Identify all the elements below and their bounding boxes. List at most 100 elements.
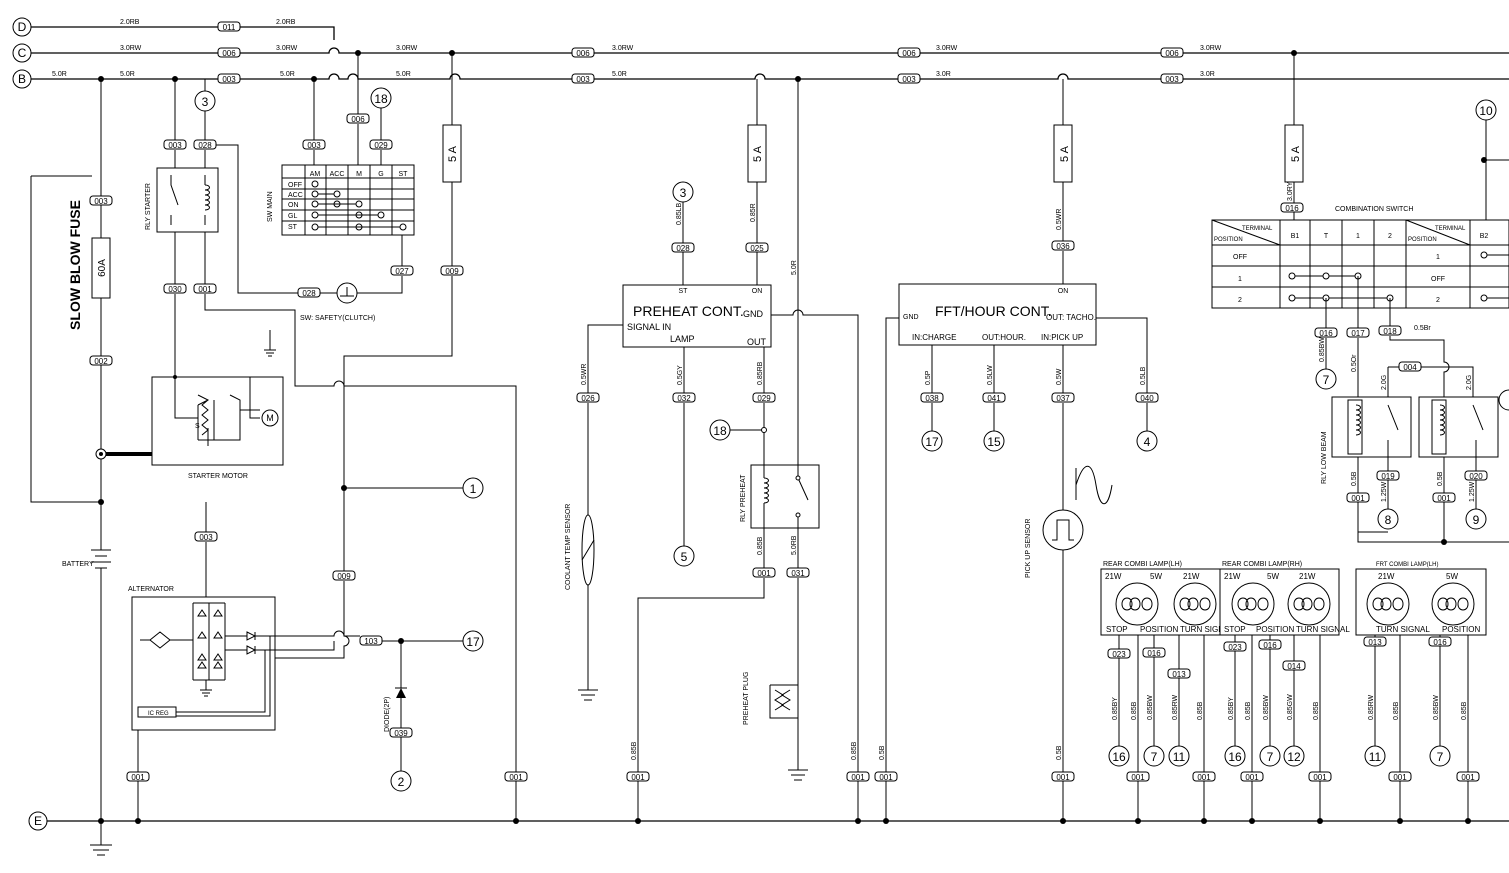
switch-col: ACC xyxy=(330,171,345,178)
wire-label: 0.85B xyxy=(757,536,764,555)
wire-label: 0.85LB xyxy=(676,202,683,225)
starter-motor-label: STARTER MOTOR xyxy=(188,473,248,480)
connector-label: 001 xyxy=(1056,773,1070,782)
connector-label: 006 xyxy=(1165,49,1179,58)
connector-label: 029 xyxy=(374,141,388,150)
ic-reg-label: IC REG xyxy=(148,711,169,717)
connector-label: 026 xyxy=(581,394,595,403)
connector-label: 003 xyxy=(307,141,321,150)
alternator-label: ALTERNATOR xyxy=(128,586,174,593)
ref-7: 7 xyxy=(1267,750,1274,764)
connector-label: 013 xyxy=(1368,638,1382,647)
rail-d-label: D xyxy=(18,20,27,34)
connector-label: 009 xyxy=(445,267,459,276)
connector-label: 001 xyxy=(198,285,212,294)
preheat-controller: 3 0.85LB 028 5 A 0.85R 025 ST ON PREHEAT… xyxy=(565,79,870,821)
connector-label: 001 xyxy=(131,773,145,782)
switch-row: 2 xyxy=(1238,297,1242,304)
connector-label: 001 xyxy=(1437,494,1451,503)
diode: DIODE(2P) 039 2 xyxy=(384,641,413,792)
fuse-rating: 5 A xyxy=(1059,145,1071,162)
connector-label: 014 xyxy=(1287,662,1301,671)
fuse-rating: 60A xyxy=(97,259,108,277)
connector-label: 040 xyxy=(1140,394,1154,403)
switch-row: ST xyxy=(288,224,298,231)
connector-label: 006 xyxy=(576,49,590,58)
rail-b: B 5.0R 5.0R 5.0R 5.0R 5.0R 3.0R 3.0R 003… xyxy=(12,69,1509,89)
front-combi-lamp-lh: FRT COMBI LAMP(LH) 21W 5W TURN SIGNAL PO… xyxy=(1355,562,1487,821)
switch-row: OFF xyxy=(1431,276,1445,283)
relay-low-beam: RLY LOW BEAM 0.5B 001 019 1.25W 8 0.5B 0… xyxy=(1321,389,1509,543)
wire-label: 0.85B xyxy=(1197,701,1204,720)
wire-label: 0.85B xyxy=(631,741,638,760)
combination-switch-label: COMBINATION SWITCH xyxy=(1335,206,1413,213)
fft-out-hour: OUT:HOUR. xyxy=(982,333,1026,342)
ref-7: 7 xyxy=(1437,750,1444,764)
connector-label: 016 xyxy=(1433,638,1447,647)
coolant-sensor-label: COOLANT TEMP SENSOR xyxy=(565,504,572,590)
preheat-lamp: LAMP xyxy=(670,334,695,344)
table-header: TERMINAL xyxy=(1435,226,1466,232)
lamp-function: STOP xyxy=(1106,625,1128,634)
rear-rh-label: REAR COMBI LAMP(RH) xyxy=(1222,561,1302,568)
battery: BATTERY xyxy=(62,459,111,821)
connector-label: 006 xyxy=(351,115,365,124)
connector-label: 023 xyxy=(1228,643,1242,652)
wire-label: 0.85B xyxy=(1131,701,1138,720)
connector-label: 039 xyxy=(394,729,408,738)
slow-blow-fuse: 60A SLOW BLOW FUSE 003 002 xyxy=(30,79,185,503)
motor-s: S xyxy=(195,423,200,430)
wire-label: 0.85B xyxy=(1461,701,1468,720)
connector-label: 001 xyxy=(1245,773,1259,782)
connector-label: 017 xyxy=(1351,329,1365,338)
front-lamp-label: FRT COMBI LAMP(LH) xyxy=(1376,562,1438,568)
bulb-watt: 21W xyxy=(1183,572,1200,581)
wire-label: 3.0RW xyxy=(1200,45,1222,52)
ref-16: 16 xyxy=(1228,750,1242,764)
ref-16: 16 xyxy=(1112,750,1126,764)
connector-label: 006 xyxy=(902,49,916,58)
lamp-function: TURN SIGNAL xyxy=(1376,625,1430,634)
switch-row: 1 xyxy=(1238,276,1242,283)
wire-label: 5.0R xyxy=(396,71,411,78)
connector-label: 003 xyxy=(94,197,108,206)
relay-low-beam-label: RLY LOW BEAM xyxy=(1321,431,1328,484)
rear-combi-lamp-rh: REAR COMBI LAMP(RH) 21W 5W 21W STOP POSI… xyxy=(1219,561,1350,821)
ref-10: 10 xyxy=(1479,104,1493,118)
connector-label: 025 xyxy=(750,244,764,253)
connector-label: 001 xyxy=(631,773,645,782)
wire-label: 1.25W xyxy=(1381,481,1388,502)
wire-label: 0.85RW xyxy=(1368,694,1375,720)
connector-label: 001 xyxy=(1197,773,1211,782)
connector-label: 037 xyxy=(1056,394,1070,403)
main-switch-label: SW MAIN xyxy=(267,191,274,222)
fuse-title: SLOW BLOW FUSE xyxy=(67,200,83,330)
wire-label: 3.0R xyxy=(936,71,951,78)
ref-7: 7 xyxy=(1151,750,1158,764)
wire-label: 3.0RW xyxy=(612,45,634,52)
connector-label: 041 xyxy=(987,394,1001,403)
table-header: POSITION xyxy=(1408,237,1437,243)
wire-label: 0.85B xyxy=(1313,701,1320,720)
connector-label: 009 xyxy=(337,572,351,581)
connector-label: 001 xyxy=(1461,773,1475,782)
connector-label: 006 xyxy=(222,49,236,58)
connector-label: 001 xyxy=(879,773,893,782)
preheat-out: OUT xyxy=(747,337,767,347)
connector-label: 038 xyxy=(925,394,939,403)
diode-label: DIODE(2P) xyxy=(384,697,391,732)
connector-label: 016 xyxy=(1147,649,1161,658)
wire-label: 3.0RW xyxy=(120,45,142,52)
preheat-on: ON xyxy=(752,288,763,295)
ref-2: 2 xyxy=(398,775,405,789)
switch-row: ACC xyxy=(288,192,303,199)
wire-label: 2.0RB xyxy=(276,19,296,26)
connector-label: 003 xyxy=(222,75,236,84)
connector-label: 001 xyxy=(509,773,523,782)
wire-label: 2.0G xyxy=(1466,375,1473,390)
connector-label: 036 xyxy=(1056,242,1070,251)
preheat-st: ST xyxy=(679,288,689,295)
connector-label: 020 xyxy=(1469,472,1483,481)
lamp-function: TURN SIGNAL xyxy=(1296,625,1350,634)
